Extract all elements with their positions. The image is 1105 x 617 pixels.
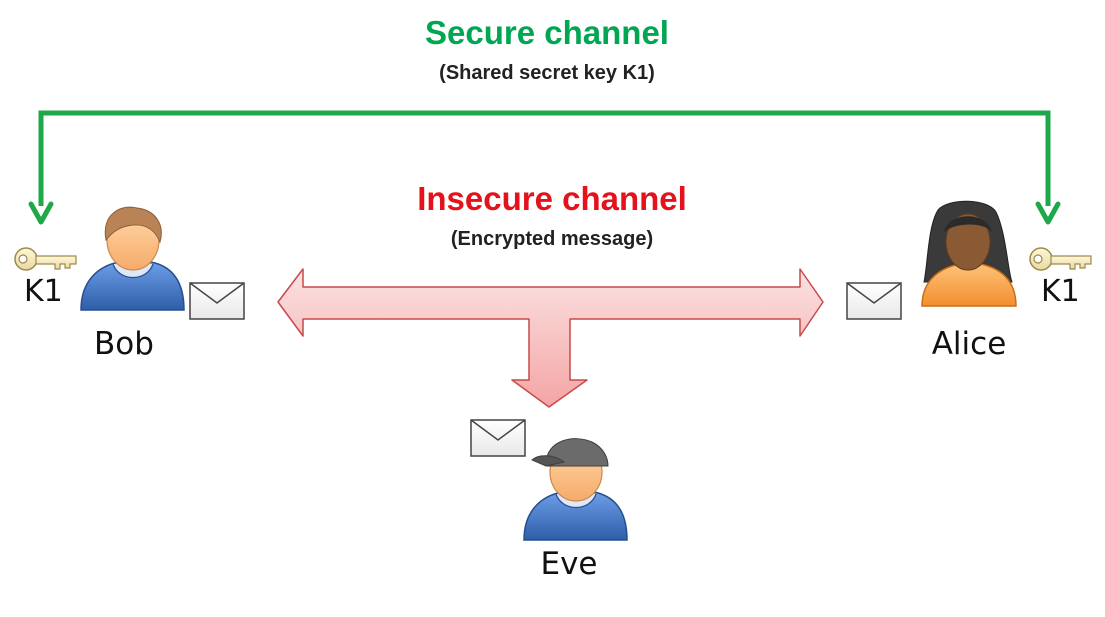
alice-key-label: K1 [1041,274,1080,309]
bob-key-label: K1 [24,274,63,309]
secure-channel-subtitle: (Shared secret key K1) [439,62,655,84]
envelope-icon [470,419,526,457]
insecure-channel-arrow [277,268,824,408]
bob-avatar-icon [80,206,185,311]
alice-name-label: Alice [931,326,1007,362]
key-icon [1029,247,1092,271]
insecure-channel-subtitle: (Encrypted message) [450,228,654,250]
eve-name-label: Eve [540,546,598,582]
secure-channel-title: Secure channel [425,14,669,51]
alice-avatar-icon [921,200,1017,307]
bob-name-label: Bob [94,326,154,362]
insecure-channel-title: Insecure channel [417,180,687,217]
envelope-icon [189,282,245,320]
eve-avatar-icon [523,438,628,541]
secure-channel-bracket [28,110,1061,225]
envelope-icon [846,282,902,320]
key-icon [14,247,77,271]
